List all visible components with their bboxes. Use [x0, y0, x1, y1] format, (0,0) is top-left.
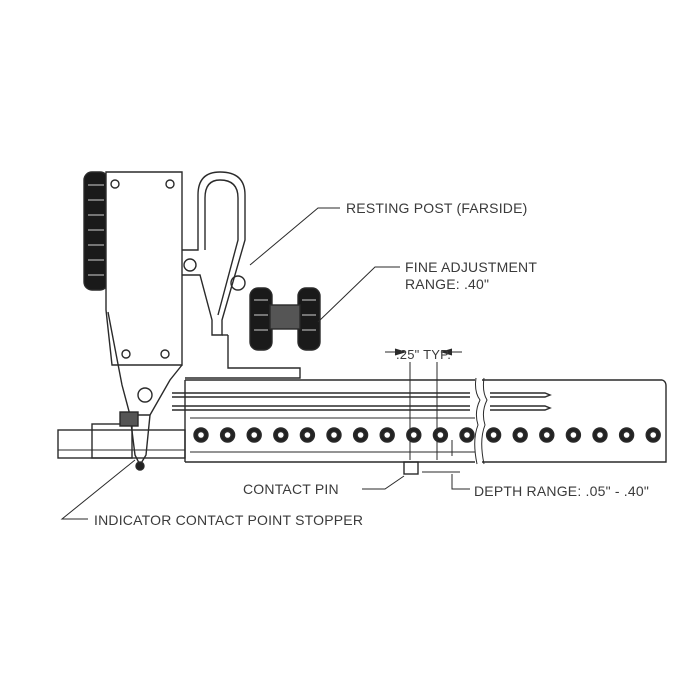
- leader-lines: [60, 207, 470, 520]
- fine-adjustment-label: FINE ADJUSTMENT: [405, 259, 538, 275]
- depth-range-label: DEPTH RANGE: .05" - .40": [474, 483, 650, 499]
- base-bar: [172, 377, 667, 465]
- hole-center: [622, 430, 631, 440]
- hole-center: [542, 430, 551, 440]
- dial-indicator: [83, 171, 183, 471]
- hole-center: [329, 430, 339, 440]
- hole-row: [193, 427, 661, 443]
- contact-pin: [403, 461, 419, 475]
- hole-center: [595, 430, 605, 440]
- contact-pin-label: CONTACT PIN: [243, 481, 339, 497]
- fine-adjustment-range-label: RANGE: .40": [405, 276, 490, 292]
- frame-bracket: [182, 171, 301, 379]
- stopper-label: INDICATOR CONTACT POINT STOPPER: [94, 512, 364, 528]
- spacing-label: .25" TYP.: [396, 347, 452, 362]
- hole-center: [516, 430, 525, 440]
- left-extension: [57, 423, 186, 459]
- hole-center: [196, 430, 206, 440]
- hole-center: [569, 430, 578, 440]
- hole-center: [409, 430, 418, 440]
- hole-center: [383, 430, 392, 440]
- hole-center: [489, 430, 498, 440]
- hole-center: [276, 430, 285, 440]
- hole-center: [649, 430, 658, 440]
- hole-center: [462, 430, 472, 440]
- hole-center: [303, 430, 312, 440]
- fine-adjustment-knob: [249, 287, 321, 351]
- resting-post-label: RESTING POST (FARSIDE): [346, 200, 528, 216]
- hole-center: [356, 430, 365, 440]
- hole-center: [249, 430, 259, 440]
- hole-center: [223, 430, 232, 440]
- hole-center: [436, 430, 445, 440]
